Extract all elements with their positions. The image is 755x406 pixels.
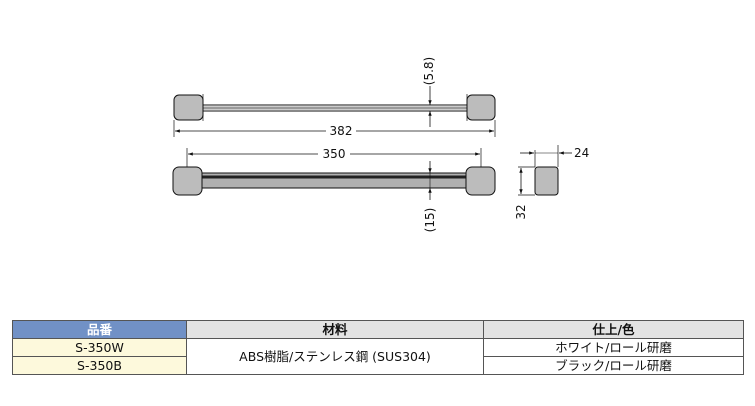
header-finish: 仕上/色 — [483, 320, 744, 339]
top-view — [173, 94, 496, 121]
front-right-endcap — [465, 166, 496, 196]
finish-cell: ブラック/ロール研磨 — [483, 356, 744, 375]
dim-overall-label: 382 — [330, 124, 353, 138]
dim-inner-label: 350 — [323, 147, 346, 161]
header-code: 品番 — [12, 320, 187, 339]
overall-length-dimension: 382 — [173, 120, 496, 138]
side-view: 24 32 — [514, 145, 589, 220]
top-left-endcap — [173, 94, 204, 121]
dim-end-height-label: 32 — [514, 204, 528, 219]
side-endcap — [534, 166, 559, 196]
header-material: 材料 — [186, 320, 484, 339]
spec-table: 品番 材料 仕上/色 S-350W ABS樹脂/ステンレス鋼 (SUS304) … — [12, 320, 744, 375]
bar-height-dimension: (15) — [423, 161, 437, 232]
table-row: S-350B ブラック/ロール研磨 — [12, 356, 744, 375]
technical-drawing: (5.8) 382 350 (15) 24 — [172, 57, 589, 232]
inner-length-dimension: 350 — [186, 147, 482, 168]
front-bar — [199, 172, 469, 189]
front-view — [172, 166, 496, 196]
dim-bar-height-label: (15) — [423, 208, 437, 233]
table-row: S-350W ABS樹脂/ステンレス鋼 (SUS304) ホワイト/ロール研磨 — [12, 338, 744, 375]
product-code: S-350B — [12, 356, 187, 375]
product-code: S-350W — [12, 338, 187, 357]
material-cell: ABS樹脂/ステンレス鋼 (SUS304) — [186, 338, 484, 375]
finish-cell: ホワイト/ロール研磨 — [483, 338, 744, 357]
dim-diameter-label: (5.8) — [422, 57, 436, 85]
front-left-endcap — [172, 166, 203, 196]
dim-end-width-label: 24 — [574, 146, 589, 160]
table-header-row: 品番 材料 仕上/色 — [12, 320, 744, 339]
top-right-endcap — [466, 94, 496, 121]
diameter-dimension: (5.8) — [422, 57, 438, 127]
